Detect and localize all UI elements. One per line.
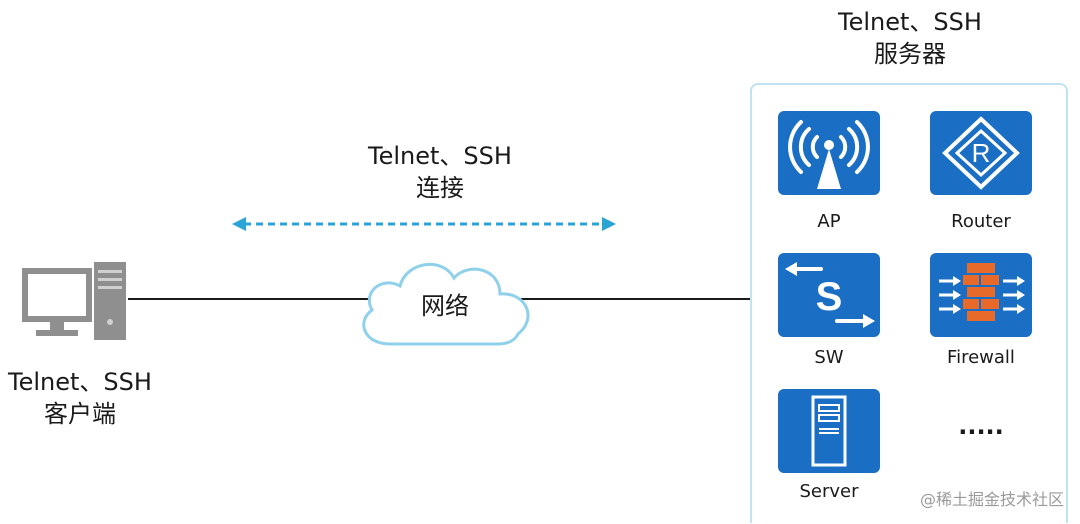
- svg-text:S: S: [816, 275, 843, 319]
- server-devices-panel: AP R Router S SW: [750, 83, 1068, 523]
- ap-label: AP: [817, 211, 841, 232]
- server-label-line2: 服务器: [874, 40, 946, 68]
- client-label: Telnet、SSH 客户端: [0, 366, 160, 430]
- switch-label: SW: [814, 347, 844, 368]
- router-label: Router: [951, 211, 1011, 232]
- router-icon: R: [942, 116, 1020, 190]
- connection-label-line2: 连接: [416, 174, 464, 202]
- server-icon: [811, 395, 847, 467]
- server-tile: [778, 389, 880, 473]
- ap-antenna-icon: [788, 120, 870, 189]
- more-devices-ellipsis: .....: [958, 412, 1004, 440]
- client-label-line1: Telnet、SSH: [8, 368, 152, 396]
- client-computer-icon: [22, 258, 130, 346]
- firewall-label: Firewall: [947, 347, 1015, 368]
- network-label: 网络: [421, 292, 469, 320]
- svg-text:R: R: [972, 138, 991, 168]
- dashed-double-arrow-icon: [230, 214, 618, 238]
- server-label-line1: Telnet、SSH: [838, 8, 982, 36]
- router-tile: R: [930, 111, 1032, 195]
- watermark: @稀土掘金技术社区: [919, 490, 1064, 509]
- server-label: Telnet、SSH 服务器: [800, 6, 1020, 70]
- switch-icon: S: [785, 262, 875, 328]
- network-cloud: [350, 252, 540, 356]
- ap-tile: [778, 111, 880, 195]
- firewall-icon: [939, 263, 1025, 321]
- connection-label: Telnet、SSH 连接: [330, 140, 550, 204]
- client-label-line2: 客户端: [44, 400, 116, 428]
- firewall-tile: [930, 253, 1032, 337]
- connection-label-line1: Telnet、SSH: [368, 142, 512, 170]
- switch-tile: S: [778, 253, 880, 337]
- server-device-label: Server: [799, 481, 859, 502]
